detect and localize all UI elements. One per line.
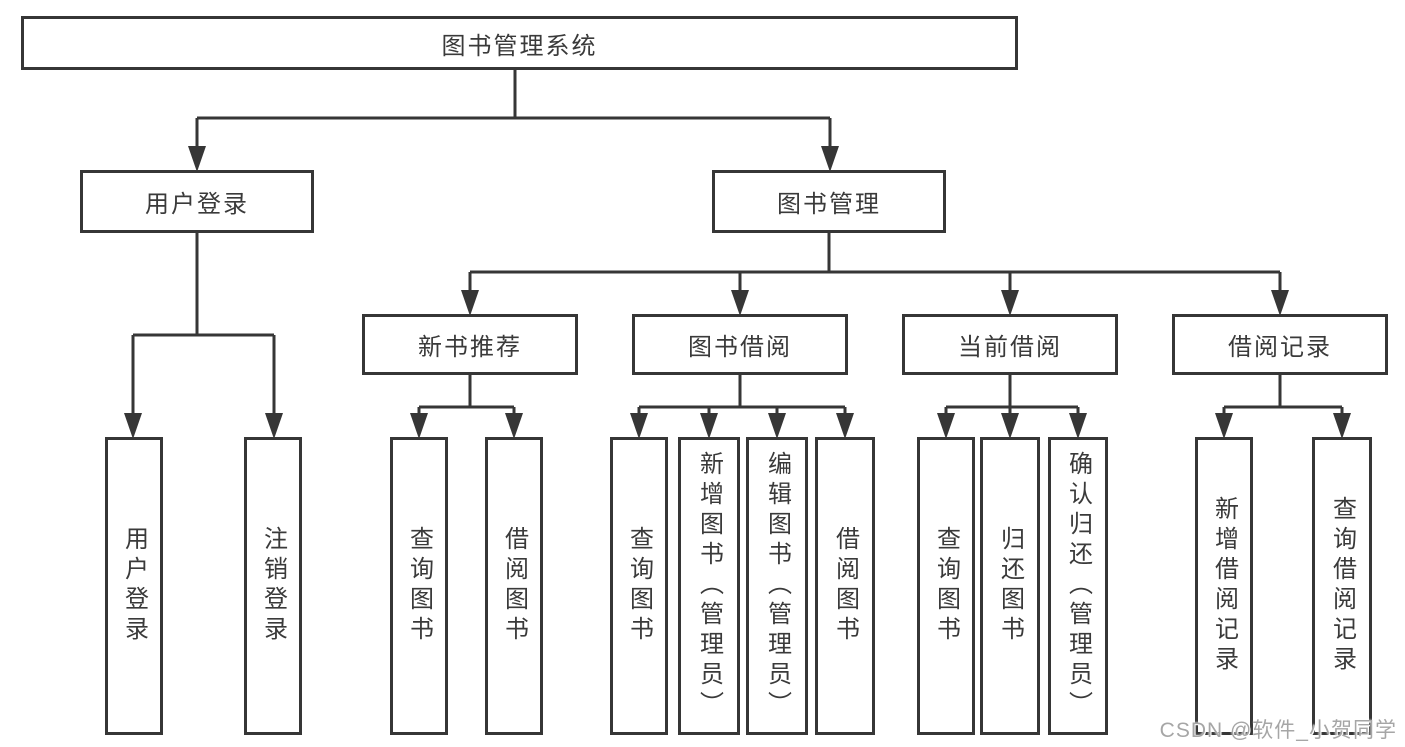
arrowhead-icon [410, 413, 428, 439]
leaf-user-login: 用户登录 [105, 437, 163, 735]
leaf-borrow-books-2: 借阅图书 [815, 437, 875, 735]
watermark: CSDN @软件_小贺同学 [1159, 719, 1397, 742]
leaf-borrow-books-1: 借阅图书 [485, 437, 543, 735]
arrowhead-icon [265, 413, 283, 439]
node-book-borrowing: 图书借阅 [632, 314, 848, 375]
arrowhead-icon [1069, 413, 1087, 439]
leaf-query-books-3: 查询图书 [917, 437, 975, 735]
arrowhead-icon [1001, 413, 1019, 439]
node-new-book-recommend: 新书推荐 [362, 314, 578, 375]
leaf-add-borrow-record: 新增借阅记录 [1195, 437, 1253, 735]
arrowhead-group [124, 146, 1351, 439]
node-book-management-branch: 图书管理 [712, 170, 946, 233]
arrowhead-icon [937, 413, 955, 439]
arrowhead-icon [461, 290, 479, 316]
leaf-add-books-admin: 新增图书（管理员） [678, 437, 740, 735]
arrowhead-icon [731, 290, 749, 316]
node-current-borrowing: 当前借阅 [902, 314, 1118, 375]
node-root-library-management-system: 图书管理系统 [21, 16, 1018, 70]
leaf-edit-books-admin: 编辑图书（管理员） [746, 437, 808, 735]
arrowhead-icon [124, 413, 142, 439]
arrowhead-icon [188, 146, 206, 172]
arrowhead-icon [1271, 290, 1289, 316]
arrowhead-icon [700, 413, 718, 439]
node-user-login-branch: 用户登录 [80, 170, 314, 233]
arrowhead-icon [630, 413, 648, 439]
arrowhead-icon [836, 413, 854, 439]
leaf-return-books: 归还图书 [980, 437, 1040, 735]
arrowhead-icon [1333, 413, 1351, 439]
leaf-confirm-return-admin: 确认归还（管理员） [1048, 437, 1108, 735]
leaf-query-books-1: 查询图书 [390, 437, 448, 735]
leaf-query-borrow-record: 查询借阅记录 [1312, 437, 1372, 735]
node-borrowing-records: 借阅记录 [1172, 314, 1388, 375]
arrowhead-icon [505, 413, 523, 439]
leaf-query-books-2: 查询图书 [610, 437, 668, 735]
arrowhead-icon [768, 413, 786, 439]
arrowhead-icon [1001, 290, 1019, 316]
arrowhead-icon [821, 146, 839, 172]
arrowhead-icon [1215, 413, 1233, 439]
leaf-logout: 注销登录 [244, 437, 302, 735]
